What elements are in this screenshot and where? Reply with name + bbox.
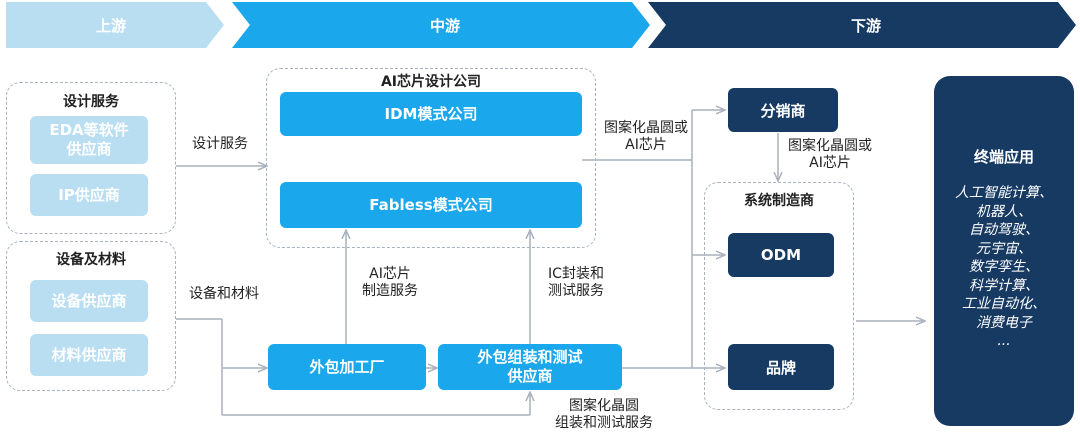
system-makers-title: 系统制造商: [744, 193, 814, 209]
material-supplier-box: 材料供应商: [30, 334, 148, 376]
end-use-item: 科学计算、: [969, 277, 1039, 294]
equipment-materials-label: 设备和材料: [189, 286, 259, 302]
end-use-item: 自动驾驶、: [969, 222, 1039, 238]
ic-packaging-label: IC封装和 测试服务: [548, 266, 604, 299]
ai-chip-design-title: AI芯片设计公司: [380, 74, 482, 90]
downstream-label: 下游: [850, 16, 881, 35]
wafer-packaging-label: 图案化晶圆 组装和测试服务: [555, 398, 653, 431]
end-use-item: ...: [997, 333, 1011, 349]
midstream-arrow: [232, 2, 650, 48]
downstream-arrow: [648, 2, 1076, 48]
eda-supplier-box: EDA等软件 供应商: [30, 116, 148, 164]
odm-box: ODM: [728, 233, 834, 277]
ai-chip-design-group: [266, 68, 596, 248]
midstream-label: 中游: [429, 16, 460, 35]
equipment-materials-group: [6, 241, 176, 391]
ai-chip-manufacturing-label: AI芯片 制造服务: [362, 266, 418, 299]
osat-box: 外包组装和测试 供应商: [438, 344, 622, 390]
idm-box: IDM模式公司: [280, 92, 582, 136]
design-services-title: 设计服务: [63, 94, 119, 110]
fabless-box: Fabless模式公司: [280, 182, 582, 228]
system-makers-group: [704, 182, 854, 410]
equipment-supplier-box: 设备供应商: [30, 280, 148, 322]
end-use-item: 消费电子: [976, 314, 1032, 331]
ip-supplier-box: IP供应商: [30, 174, 148, 216]
end-use-item: 人工智能计算、: [955, 185, 1053, 201]
upstream-label: 上游: [95, 16, 126, 35]
brand-box: 品牌: [728, 344, 834, 390]
end-use-list: 人工智能计算、机器人、自动驾驶、元宇宙、数字孪生、科学计算、工业自动化、消费电子…: [934, 184, 1074, 351]
distributor-box: 分销商: [728, 88, 838, 132]
end-use-item: 元宇宙、: [976, 240, 1032, 257]
end-use-title: 终端应用: [973, 148, 1034, 166]
wafer-or-chip-label-2: 图案化晶圆或 AI芯片: [788, 138, 872, 171]
wafer-or-chip-label-1: 图案化晶圆或 AI芯片: [604, 120, 688, 153]
design-services-group: [6, 82, 176, 234]
upstream-arrow: [6, 2, 224, 48]
equipment-materials-title: 设备及材料: [56, 252, 126, 268]
end-use-item: 工业自动化、: [962, 296, 1046, 312]
end-use-item: 机器人、: [976, 203, 1032, 220]
stage-header: [6, 2, 1076, 48]
design-service-label: 设计服务: [192, 136, 248, 152]
foundry-box: 外包加工厂: [268, 344, 426, 390]
end-use-panel: 终端应用 人工智能计算、机器人、自动驾驶、元宇宙、数字孪生、科学计算、工业自动化…: [934, 76, 1074, 426]
end-use-item: 数字孪生、: [969, 259, 1039, 275]
